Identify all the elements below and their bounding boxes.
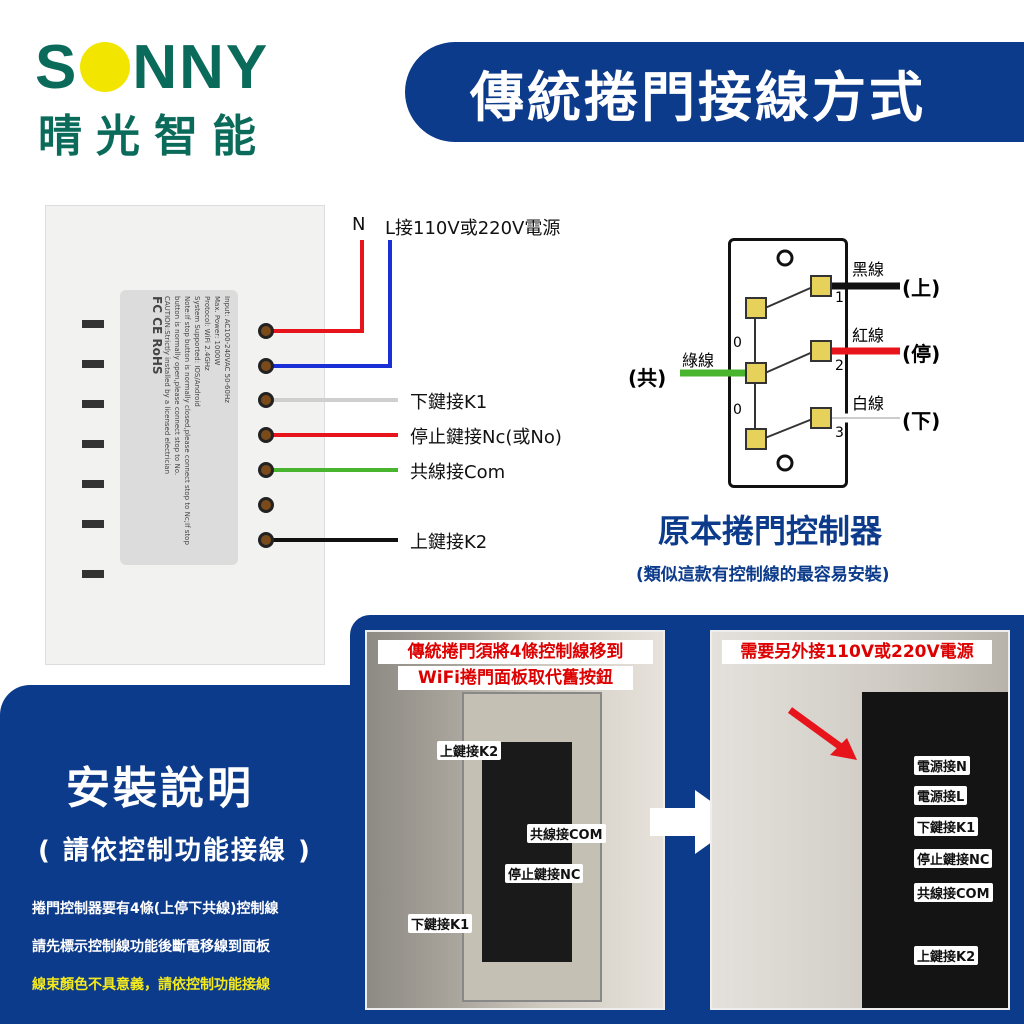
brand-subtitle: 晴光智能: [38, 111, 270, 162]
terminal-no: [258, 497, 274, 513]
red-arrow-icon: [787, 707, 857, 760]
terminal-k2: [258, 532, 274, 548]
label-l: L接110V或220V電源: [385, 218, 561, 239]
num-1: 1: [835, 290, 844, 306]
install-subtitle: ( 請依控制功能接線 ): [38, 836, 312, 866]
wire-black-label: 黑線: [852, 260, 885, 279]
install-note-1: 捲門控制器要有4條(上停下共線)控制線: [32, 901, 279, 917]
label-com: 共線接Com: [410, 462, 506, 483]
spec-protocol: Protocol: WiFi 2.4GHz: [203, 296, 211, 371]
vent-slot: [82, 360, 104, 368]
terminal-block: [745, 362, 767, 384]
tag-k2: 上鍵接K2: [437, 741, 502, 760]
terminal-k1: [258, 392, 274, 408]
label-k2: 上鍵接K2: [410, 532, 488, 553]
photo-old-controller: [365, 630, 665, 1010]
tag-k1-2: 下鍵接K1: [914, 817, 979, 836]
photo1-title-line1: 傳統捲門須將4條控制線移到: [378, 640, 653, 664]
tag-n: 電源接N: [914, 756, 970, 775]
terminal-nc: [258, 427, 274, 443]
spec-certs: FC CE RoHS: [150, 296, 164, 375]
wire-green-label: 綠線: [682, 351, 715, 370]
num-0b: 0: [733, 402, 742, 418]
tag-com: 共線接COM: [527, 824, 606, 843]
wiring-lines: [266, 240, 398, 542]
spec-system: System Supported: IOS/Android: [193, 296, 201, 407]
install-warning: 線束顏色不具意義，請依控制功能接線: [32, 977, 270, 993]
label-nc: 停止鍵接Nc(或No): [410, 427, 562, 448]
install-note-2: 請先標示控制線功能後斷電移線到面板: [32, 939, 270, 955]
tag-l: 電源接L: [914, 786, 968, 805]
spec-power: Max. Power: 1000W: [213, 296, 221, 366]
tag-nc-2: 停止鍵接NC: [914, 849, 993, 868]
controller-title: 原本捲門控制器: [658, 512, 883, 550]
label-k1: 下鍵接K1: [410, 392, 488, 413]
num-0: 0: [733, 335, 742, 351]
photo2-title: 需要另外接110V或220V電源: [722, 640, 992, 664]
spec-input: Input: AC100-240VAC 50-60Hz: [223, 296, 231, 403]
install-panel: [0, 685, 360, 1024]
label-n: N: [352, 214, 366, 235]
label-up: (上): [902, 276, 941, 300]
vent-slot: [82, 400, 104, 408]
switch-spec-label: Input: AC100-240VAC 50-60Hz Max. Power: …: [120, 290, 238, 565]
terminal-block: [810, 340, 832, 362]
tag-com-2: 共線接COM: [914, 883, 993, 902]
wire-red-label: 紅線: [852, 326, 885, 345]
vent-slot: [82, 520, 104, 528]
num-3: 3: [835, 425, 844, 441]
terminal-block: [745, 297, 767, 319]
terminal-l: [258, 358, 274, 374]
terminal-block: [745, 428, 767, 450]
wire-white-label: 白線: [852, 394, 885, 413]
vent-slot: [82, 440, 104, 448]
tag-k2-2: 上鍵接K2: [914, 946, 979, 965]
terminal-com: [258, 462, 274, 478]
num-2: 2: [835, 358, 844, 374]
label-stop: (停): [902, 342, 941, 366]
old-terminal-strip: [482, 742, 572, 962]
tag-nc: 停止鍵接NC: [505, 864, 584, 883]
sun-icon: [80, 42, 131, 92]
label-common: (共): [628, 366, 667, 390]
terminal-block: [810, 407, 832, 429]
controller-wires: [680, 249, 900, 472]
label-down: (下): [902, 409, 941, 433]
tag-k1: 下鍵接K1: [408, 914, 473, 933]
spec-note: Note:If stop button is normally closed,p…: [173, 296, 191, 545]
install-title: 安裝說明: [66, 763, 254, 814]
vent-slot: [82, 320, 104, 328]
terminal-n: [258, 323, 274, 339]
spec-caution: CAUTION:Strictly installed by a licensed…: [163, 296, 171, 475]
page-title: 傳統捲門接線方式: [405, 42, 1024, 142]
controller-subtitle: (類似這款有控制線的最容易安裝): [636, 565, 890, 585]
terminal-block: [810, 275, 832, 297]
vent-slot: [82, 480, 104, 488]
vent-slot: [82, 570, 104, 578]
photo1-title-line2: WiFi捲門面板取代舊按鈕: [398, 666, 633, 690]
